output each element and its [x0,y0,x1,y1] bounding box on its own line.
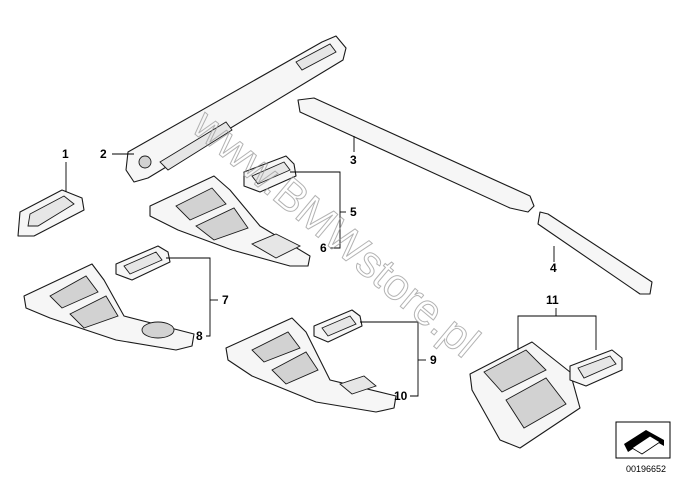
part-1-end-trim [17,189,85,237]
console-trim-middle [23,263,195,351]
arrow-bracket-icon [615,421,671,459]
callout-8: 8 [196,329,203,343]
leader-lines [65,136,597,397]
callout-11: 11 [546,293,559,307]
document-id: 00196652 [626,464,666,474]
callout-6: 6 [320,241,327,255]
part-11-box-trim [469,341,581,449]
part-2-dashboard-strip [125,35,347,183]
callout-10: 10 [394,389,408,403]
part-3-long-strip [297,97,535,213]
callout-9: 9 [430,353,437,367]
part-4-short-strip [537,211,653,295]
part-11-cover [569,349,623,387]
callout-3: 3 [350,153,357,167]
part-2-vent-hole [138,155,152,169]
callout-2: 2 [100,147,107,161]
console-trim-upper [149,175,311,267]
part-9-cover [313,309,363,343]
callout-4: 4 [550,261,557,275]
part-5-cover [243,155,297,193]
console-trim-lower [225,317,397,413]
callout-7: 7 [222,293,229,307]
callouts: 1 2 3 4 5 6 7 8 9 10 11 [62,147,559,403]
callout-5: 5 [350,205,357,219]
part-7-cover [115,245,171,281]
callout-1: 1 [62,147,69,161]
